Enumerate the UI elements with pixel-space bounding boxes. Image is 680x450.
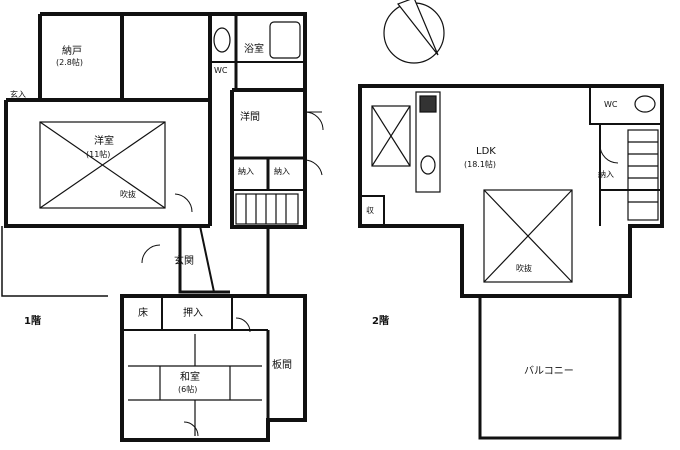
first-skylight-label: 吹抜 — [120, 190, 136, 199]
washitsu-size: (6帖) — [178, 385, 198, 394]
north-compass — [383, 0, 445, 64]
bathtub — [269, 21, 301, 59]
second-floor-label: 2階 — [372, 316, 389, 327]
ldk-name: LDK — [476, 146, 496, 157]
entrance-label: 玄関 — [174, 256, 194, 267]
wc-label-second: WC — [604, 100, 618, 109]
first-skylight-x — [39, 121, 166, 209]
main-room-name: 洋室 — [94, 136, 114, 147]
toilet-fixture — [213, 27, 231, 53]
engawa-label: 板間 — [272, 360, 292, 371]
kitchen-counter — [371, 91, 441, 193]
oshiire-label: 押入 — [183, 308, 203, 319]
second-skylight-x — [483, 189, 573, 283]
inner-hall-label: 洋間 — [240, 112, 260, 123]
storage-room-name: 納戸 — [62, 46, 82, 57]
tatami-lines — [128, 334, 262, 436]
first-floor-stair — [235, 193, 299, 225]
balcony-outline — [478, 296, 622, 440]
washitsu-name: 和室 — [180, 372, 200, 383]
second-closet-label: 納入 — [598, 170, 614, 179]
wc-label-first: WC — [214, 66, 228, 75]
second-floor-walls — [358, 84, 664, 298]
bath-label: 浴室 — [244, 44, 264, 55]
entry-hall-label: 玄入 — [10, 90, 26, 99]
second-floor-stair — [627, 129, 659, 221]
first-floor-label: 1階 — [24, 316, 41, 327]
ldk-size: (18.1帖) — [464, 160, 497, 169]
closet-b-label: 納入 — [274, 167, 290, 176]
first-floor-walls — [1, 12, 307, 442]
closet-a-label: 納入 — [238, 167, 254, 176]
second-skylight-label: 吹抜 — [516, 264, 532, 273]
main-room-size: (11帖) — [86, 150, 111, 159]
storage-room-size: (2.8帖) — [56, 58, 83, 67]
balcony-label: バルコニー — [524, 366, 574, 377]
second-toilet-fixture — [634, 95, 656, 113]
small-closet-label: 収 — [366, 206, 374, 215]
alcove-label: 床 — [138, 308, 148, 319]
